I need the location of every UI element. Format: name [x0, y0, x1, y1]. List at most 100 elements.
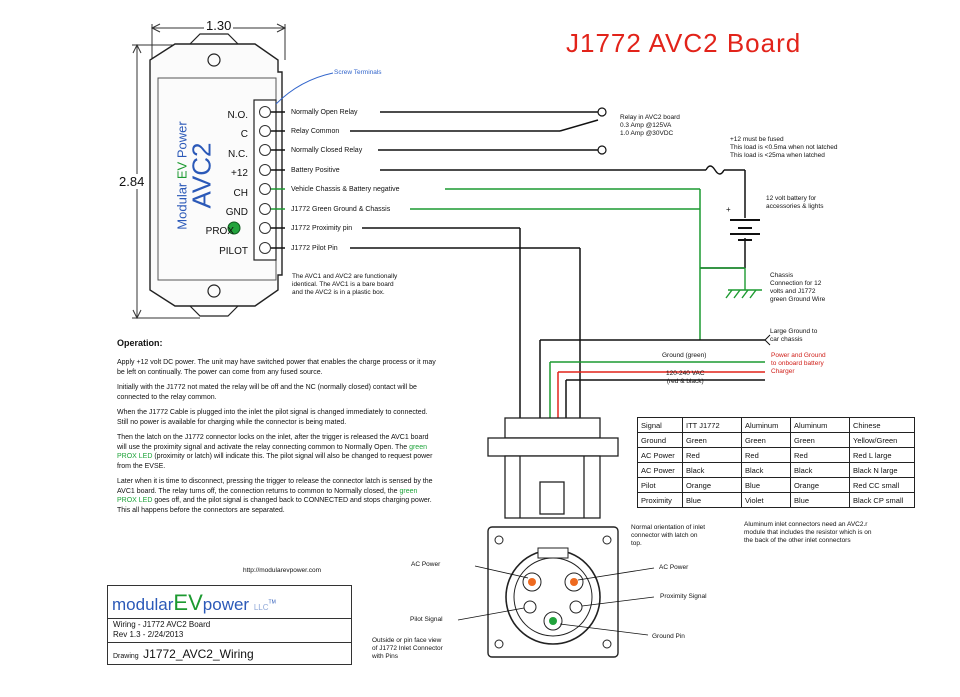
table-header: Chinese — [849, 417, 915, 433]
operation-p2: Initially with the J1772 not mated the r… — [117, 384, 417, 401]
pin-label-nc: N.C. — [228, 148, 248, 160]
avc2-board — [149, 33, 283, 317]
company-logo: modularEVpower LLCTM — [112, 590, 276, 616]
website-url[interactable]: http://modularevpower.com — [243, 567, 322, 574]
wire-color-table: Signal ITT J1772 Aluminum Aluminum Chine… — [637, 417, 915, 508]
pin-label-pilot-signal: Pilot Signal — [410, 616, 443, 623]
pin-label-ac-left: AC Power — [411, 561, 441, 568]
title-block-drawing: Drawing J1772_AVC2_Wiring — [113, 645, 254, 663]
operation-text: Later when it is time to disconnect, pre… — [117, 478, 433, 495]
large-ground-note: Large Ground to car chassis — [770, 328, 817, 344]
fuse-note-line: +12 must be fused — [730, 136, 784, 143]
fuse-note-line: This load is <0.5ma when not latched — [730, 144, 838, 151]
table-cell: Green — [741, 432, 791, 448]
table-cell: Blue — [682, 492, 742, 508]
face-note-line: with Pins — [372, 653, 399, 660]
inlet-orientation-note: Normal orientation of inlet connector wi… — [631, 524, 705, 548]
wire-label-chassis: Vehicle Chassis & Battery negative — [291, 186, 400, 193]
pin-label-proximity-signal: Proximity Signal — [660, 593, 707, 600]
relay-note-line: 0.3 Amp @125VA — [620, 122, 672, 129]
power-ground-line: to onboard battery — [771, 360, 824, 367]
height-dimension: 2.84 — [119, 174, 145, 189]
chassis-ground — [725, 268, 762, 299]
wire-label-no: Normally Open Relay — [291, 109, 358, 116]
operation-p4: Then the latch on the J1772 connector lo… — [117, 433, 437, 471]
battery-plus: + — [726, 205, 731, 214]
operation-p3: When the J1772 Cable is plugged into the… — [117, 409, 428, 426]
chassis-note-line: Connection for 12 — [770, 280, 822, 287]
aluminum-note-line: the back of the other inlet connectors — [744, 537, 851, 544]
table-cell: Pilot — [637, 477, 683, 493]
table-cell: Red L large — [849, 447, 915, 463]
wire-label-nc: Normally Closed Relay — [291, 147, 363, 154]
pin-label-pilot: PILOT — [219, 245, 248, 257]
drawing-label: Drawing — [113, 653, 139, 660]
table-cell: Yellow/Green — [849, 432, 915, 448]
table-cell: Red — [682, 447, 742, 463]
pin-label-ac-right: AC Power — [659, 564, 689, 571]
table-cell: Blue — [741, 477, 791, 493]
title-block: modularEVpower LLCTM Wiring - J1772 AVC2… — [107, 585, 352, 665]
table-cell: Proximity — [637, 492, 683, 508]
relay-note: Relay in AVC2 board 0.3 Amp @125VA 1.0 A… — [620, 114, 680, 138]
inlet-side-view — [487, 417, 619, 519]
logo-llc: LLC — [253, 603, 269, 612]
table-cell: AC Power — [637, 462, 683, 478]
avc-note: The AVC1 and AVC2 are functionally ident… — [292, 273, 397, 297]
pin-label-prox: PROX — [205, 226, 234, 238]
fuse-note-line: This load is <25ma when latched — [730, 152, 825, 159]
power-ground-line: Charger — [771, 368, 795, 375]
operation-heading: Operation: — [117, 338, 163, 348]
width-dimension: 1.30 — [204, 18, 234, 33]
table-cell: Red — [741, 447, 791, 463]
drawing-name: J1772_AVC2_Wiring — [143, 647, 254, 661]
power-ground-note: Power and Ground to onboard battery Char… — [771, 352, 826, 376]
power-ground-line: Power and Ground — [771, 352, 826, 359]
wires — [271, 111, 746, 269]
fuse — [705, 165, 725, 175]
chassis-note: Chassis Connection for 12 volts and J177… — [770, 272, 825, 304]
ground-green-label: Ground (green) — [662, 352, 707, 359]
operation-p1: Apply +12 volt DC power. The unit may ha… — [117, 359, 436, 376]
avc-note-line: and the AVC2 is in a plastic box. — [292, 289, 385, 296]
large-ground-line: car chassis — [770, 336, 803, 343]
inlet-face-view — [487, 526, 619, 658]
operation-p5: Later when it is time to disconnect, pre… — [117, 477, 437, 515]
table-cell: Green — [682, 432, 742, 448]
aluminum-note: Aluminum inlet connectors need an AVC2.r… — [744, 521, 872, 545]
pin-label-gnd: GND — [225, 207, 248, 219]
operation-section: Operation: Apply +12 volt DC power. The … — [117, 338, 437, 521]
wire-label-pilot: J1772 Pilot Pin — [291, 245, 338, 252]
relay-contacts — [597, 107, 607, 155]
battery-note-line: accessories & lights — [766, 203, 824, 210]
large-ground-line: Large Ground to — [770, 328, 818, 335]
table-cell: Black — [790, 462, 850, 478]
table-cell: Black — [682, 462, 742, 478]
table-cell: Black — [741, 462, 791, 478]
table-cell: Black CP small — [849, 492, 915, 508]
relay-note-line: 1.0 Amp @30VDC — [620, 130, 674, 137]
table-header: Aluminum — [790, 417, 850, 433]
logo-power: power — [202, 595, 250, 614]
inlet-note-line: top. — [631, 540, 642, 547]
logo-ev: EV — [173, 590, 203, 615]
battery-note-line: 12 volt battery for — [766, 195, 817, 202]
pin-label-12v: +12 — [231, 168, 248, 180]
pin-label-no: N.O. — [227, 110, 248, 121]
face-note-line: of J1772 Inlet Connector — [372, 645, 443, 652]
battery-note: 12 volt battery for accessories & lights — [766, 195, 823, 211]
table-cell: Ground — [637, 432, 683, 448]
vac-line: 120-240 VAC — [666, 370, 705, 377]
face-view-note: Outside or pin face view of J1772 Inlet … — [372, 637, 443, 661]
avc-note-line: The AVC1 and AVC2 are functionally — [292, 273, 398, 280]
chassis-note-line: green Ground Wire — [770, 296, 826, 303]
inlet-note-line: Normal orientation of inlet — [631, 524, 706, 531]
relay-note-line: Relay in AVC2 board — [620, 114, 680, 121]
vac-line: (red & black) — [666, 378, 704, 385]
wire-label-proximity: J1772 Proximity pin — [291, 225, 353, 232]
operation-text: Then the latch on the J1772 connector lo… — [117, 434, 429, 451]
prox-led — [227, 221, 241, 235]
pin-label-ground: Ground Pin — [652, 633, 685, 640]
